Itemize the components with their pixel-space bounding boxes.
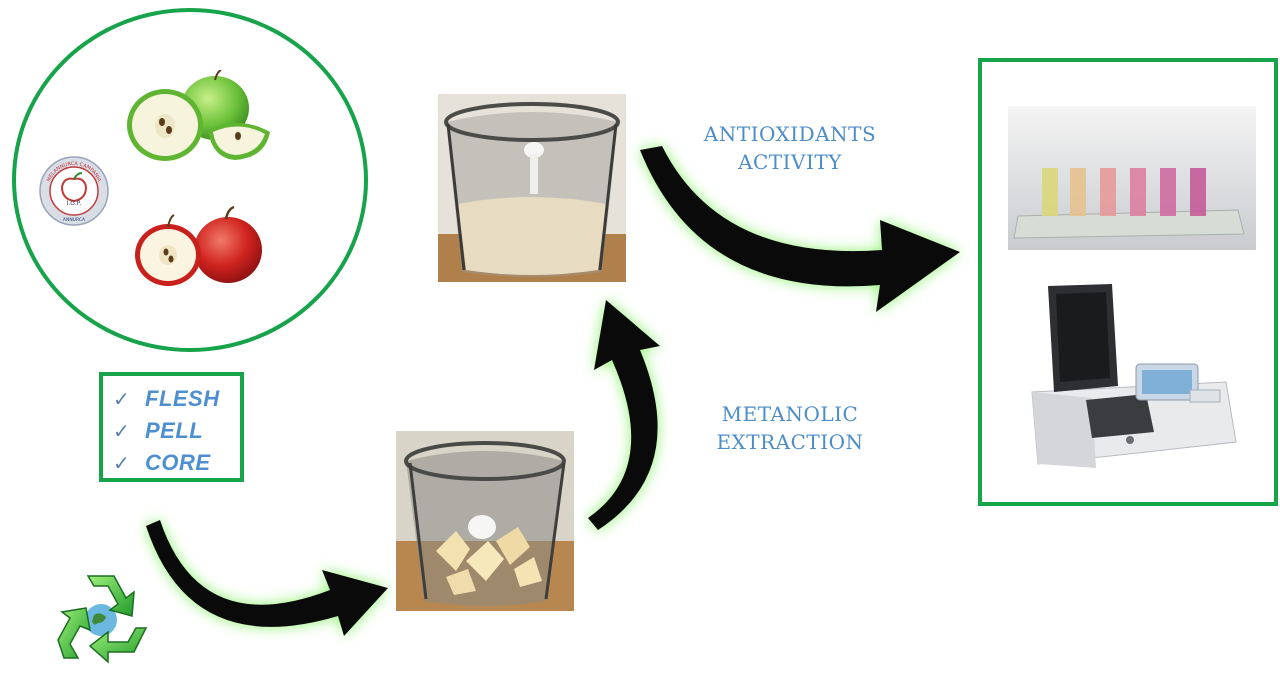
extraction-label-line1: METANOLIC <box>721 402 859 426</box>
checklist-label: CORE <box>145 450 211 475</box>
spectrophotometer-image <box>1031 284 1237 468</box>
logo-center-text: I.G.P. <box>67 200 82 207</box>
antioxidants-activity-label: ANTIOXIDANTS ACTIVITY <box>690 120 890 176</box>
checklist-label: PELL <box>145 418 204 443</box>
apple-samples-circle <box>12 8 368 352</box>
checklist-item: ✓ CORE <box>113 448 211 478</box>
blended-puree-photo <box>438 94 626 282</box>
check-icon: ✓ <box>113 419 130 443</box>
cuvettes-photo <box>1008 106 1256 250</box>
arrow-to-chopping <box>146 520 388 636</box>
chopped-apples-photo <box>396 431 574 611</box>
checklist-item: ✓ PELL <box>113 416 203 446</box>
green-apples-image <box>127 70 270 161</box>
recycle-icon <box>57 575 148 664</box>
annurca-igp-logo: I.G.P. MELANNURCA CAMPANIA ANNURCA <box>39 156 109 226</box>
red-apples-image <box>135 205 262 286</box>
check-icon: ✓ <box>113 451 130 475</box>
metanolic-extraction-label: METANOLIC EXTRACTION <box>690 400 890 456</box>
extraction-label-line2: EXTRACTION <box>716 430 864 454</box>
checklist-item: ✓ FLESH <box>113 384 220 414</box>
antioxidants-label-line1: ANTIOXIDANTS <box>703 122 877 146</box>
sample-parts-checklist: ✓ FLESH ✓ PELL ✓ CORE <box>99 372 244 482</box>
checklist-label: FLESH <box>145 386 220 411</box>
logo-bottom-text: ANNURCA <box>63 217 86 223</box>
check-icon: ✓ <box>113 387 130 411</box>
arrow-metanolic-extraction <box>588 300 660 530</box>
antioxidants-label-line2: ACTIVITY <box>738 150 842 174</box>
